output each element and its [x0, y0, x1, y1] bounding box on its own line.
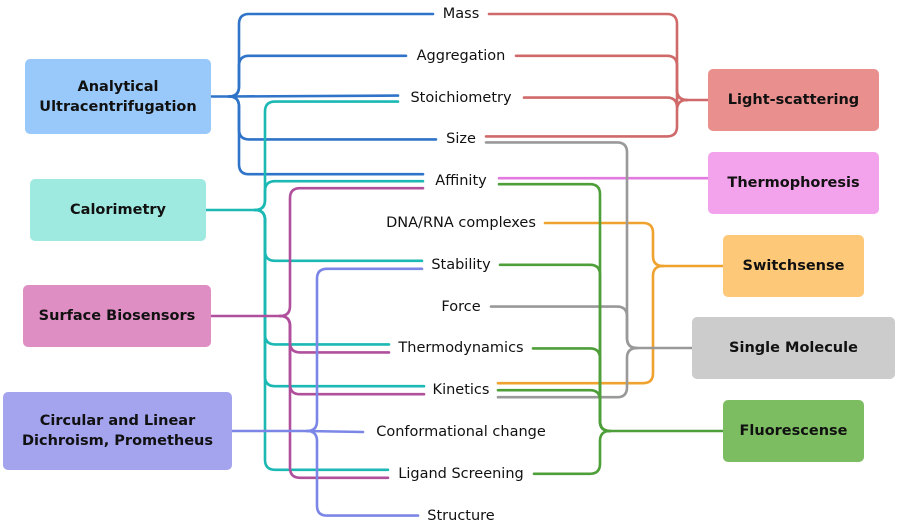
- method-box-tp: Thermophoresis: [708, 152, 879, 214]
- property-label-stability: Stability: [431, 256, 491, 273]
- connector-sb-to-thermodynamics: [278, 314, 391, 354]
- property-label-mass: Mass: [442, 6, 480, 22]
- property-label-aggregation: Aggregation: [416, 47, 506, 64]
- connector-sb-to-affinity: [278, 186, 425, 318]
- method-label: Single Molecule: [729, 340, 858, 356]
- connector-fl-to-kinetics: [496, 388, 612, 433]
- connector-ls-to-size: [484, 98, 689, 138]
- property-label-kinetics: Kinetics: [432, 382, 490, 399]
- method-box-sb: Surface Biosensors: [23, 285, 211, 347]
- method-label: Light-scattering: [727, 92, 860, 108]
- connector-cal-to-kinetics: [253, 208, 426, 388]
- connector-cal-to-stoichiometry: [253, 100, 400, 212]
- connector-cd-to-conformational-change: [305, 429, 365, 434]
- property-label-thermodynamics: Thermodynamics: [398, 340, 524, 357]
- property-label-ligand-screening: Ligand Screening: [398, 465, 524, 482]
- connector-sm-to-size: [484, 141, 639, 350]
- property-label-size: Size: [446, 131, 476, 148]
- property-label-conformational-change: Conformational change: [376, 424, 546, 440]
- connector-cd-to-structure: [305, 429, 420, 517]
- method-box-sm: Single Molecule: [692, 317, 895, 379]
- connector-auc-to-stoichiometry: [227, 94, 400, 98]
- connector-sw-to-kinetics: [496, 264, 665, 385]
- property-label-dna-rna-complexes: DNA/RNA complexes: [386, 215, 536, 231]
- method-box-sw: Switchsense: [723, 235, 864, 297]
- connector-ls-to-aggregation: [514, 54, 689, 102]
- method-box-ls: Light-scattering: [708, 69, 879, 131]
- connector-auc-to-aggregation: [227, 54, 408, 98]
- connector-fl-to-ligand-screening: [532, 429, 612, 476]
- connector-auc-to-affinity: [227, 95, 425, 176]
- connector-cal-to-affinity: [253, 179, 425, 212]
- connector-sm-to-kinetics: [496, 346, 639, 399]
- method-label: Surface Biosensors: [38, 308, 196, 324]
- method-label: Switchsense: [742, 258, 845, 274]
- method-label: Calorimetry: [70, 202, 166, 218]
- property-label-structure: Structure: [427, 507, 495, 524]
- connector-ls-to-stoichiometry: [522, 89, 689, 108]
- property-label-affinity: Affinity: [435, 173, 487, 190]
- connector-cal-to-ligand-screening: [253, 208, 390, 472]
- method-label: Fluorescense: [739, 423, 848, 439]
- property-label-force: Force: [441, 298, 481, 315]
- property-label-stoichiometry: Stoichiometry: [410, 89, 512, 106]
- connector-cal-to-thermodynamics: [253, 208, 391, 346]
- connector-sm-to-force: [489, 305, 639, 350]
- method-label: Thermophoresis: [727, 175, 860, 191]
- connector-sb-to-ligand-screening: [278, 314, 390, 480]
- connector-auc-to-size: [227, 95, 438, 141]
- method-box-fl: Fluorescense: [723, 400, 864, 462]
- method-box-cal: Calorimetry: [30, 179, 206, 241]
- connector-sw-to-dna-rna-complexes: [543, 221, 665, 268]
